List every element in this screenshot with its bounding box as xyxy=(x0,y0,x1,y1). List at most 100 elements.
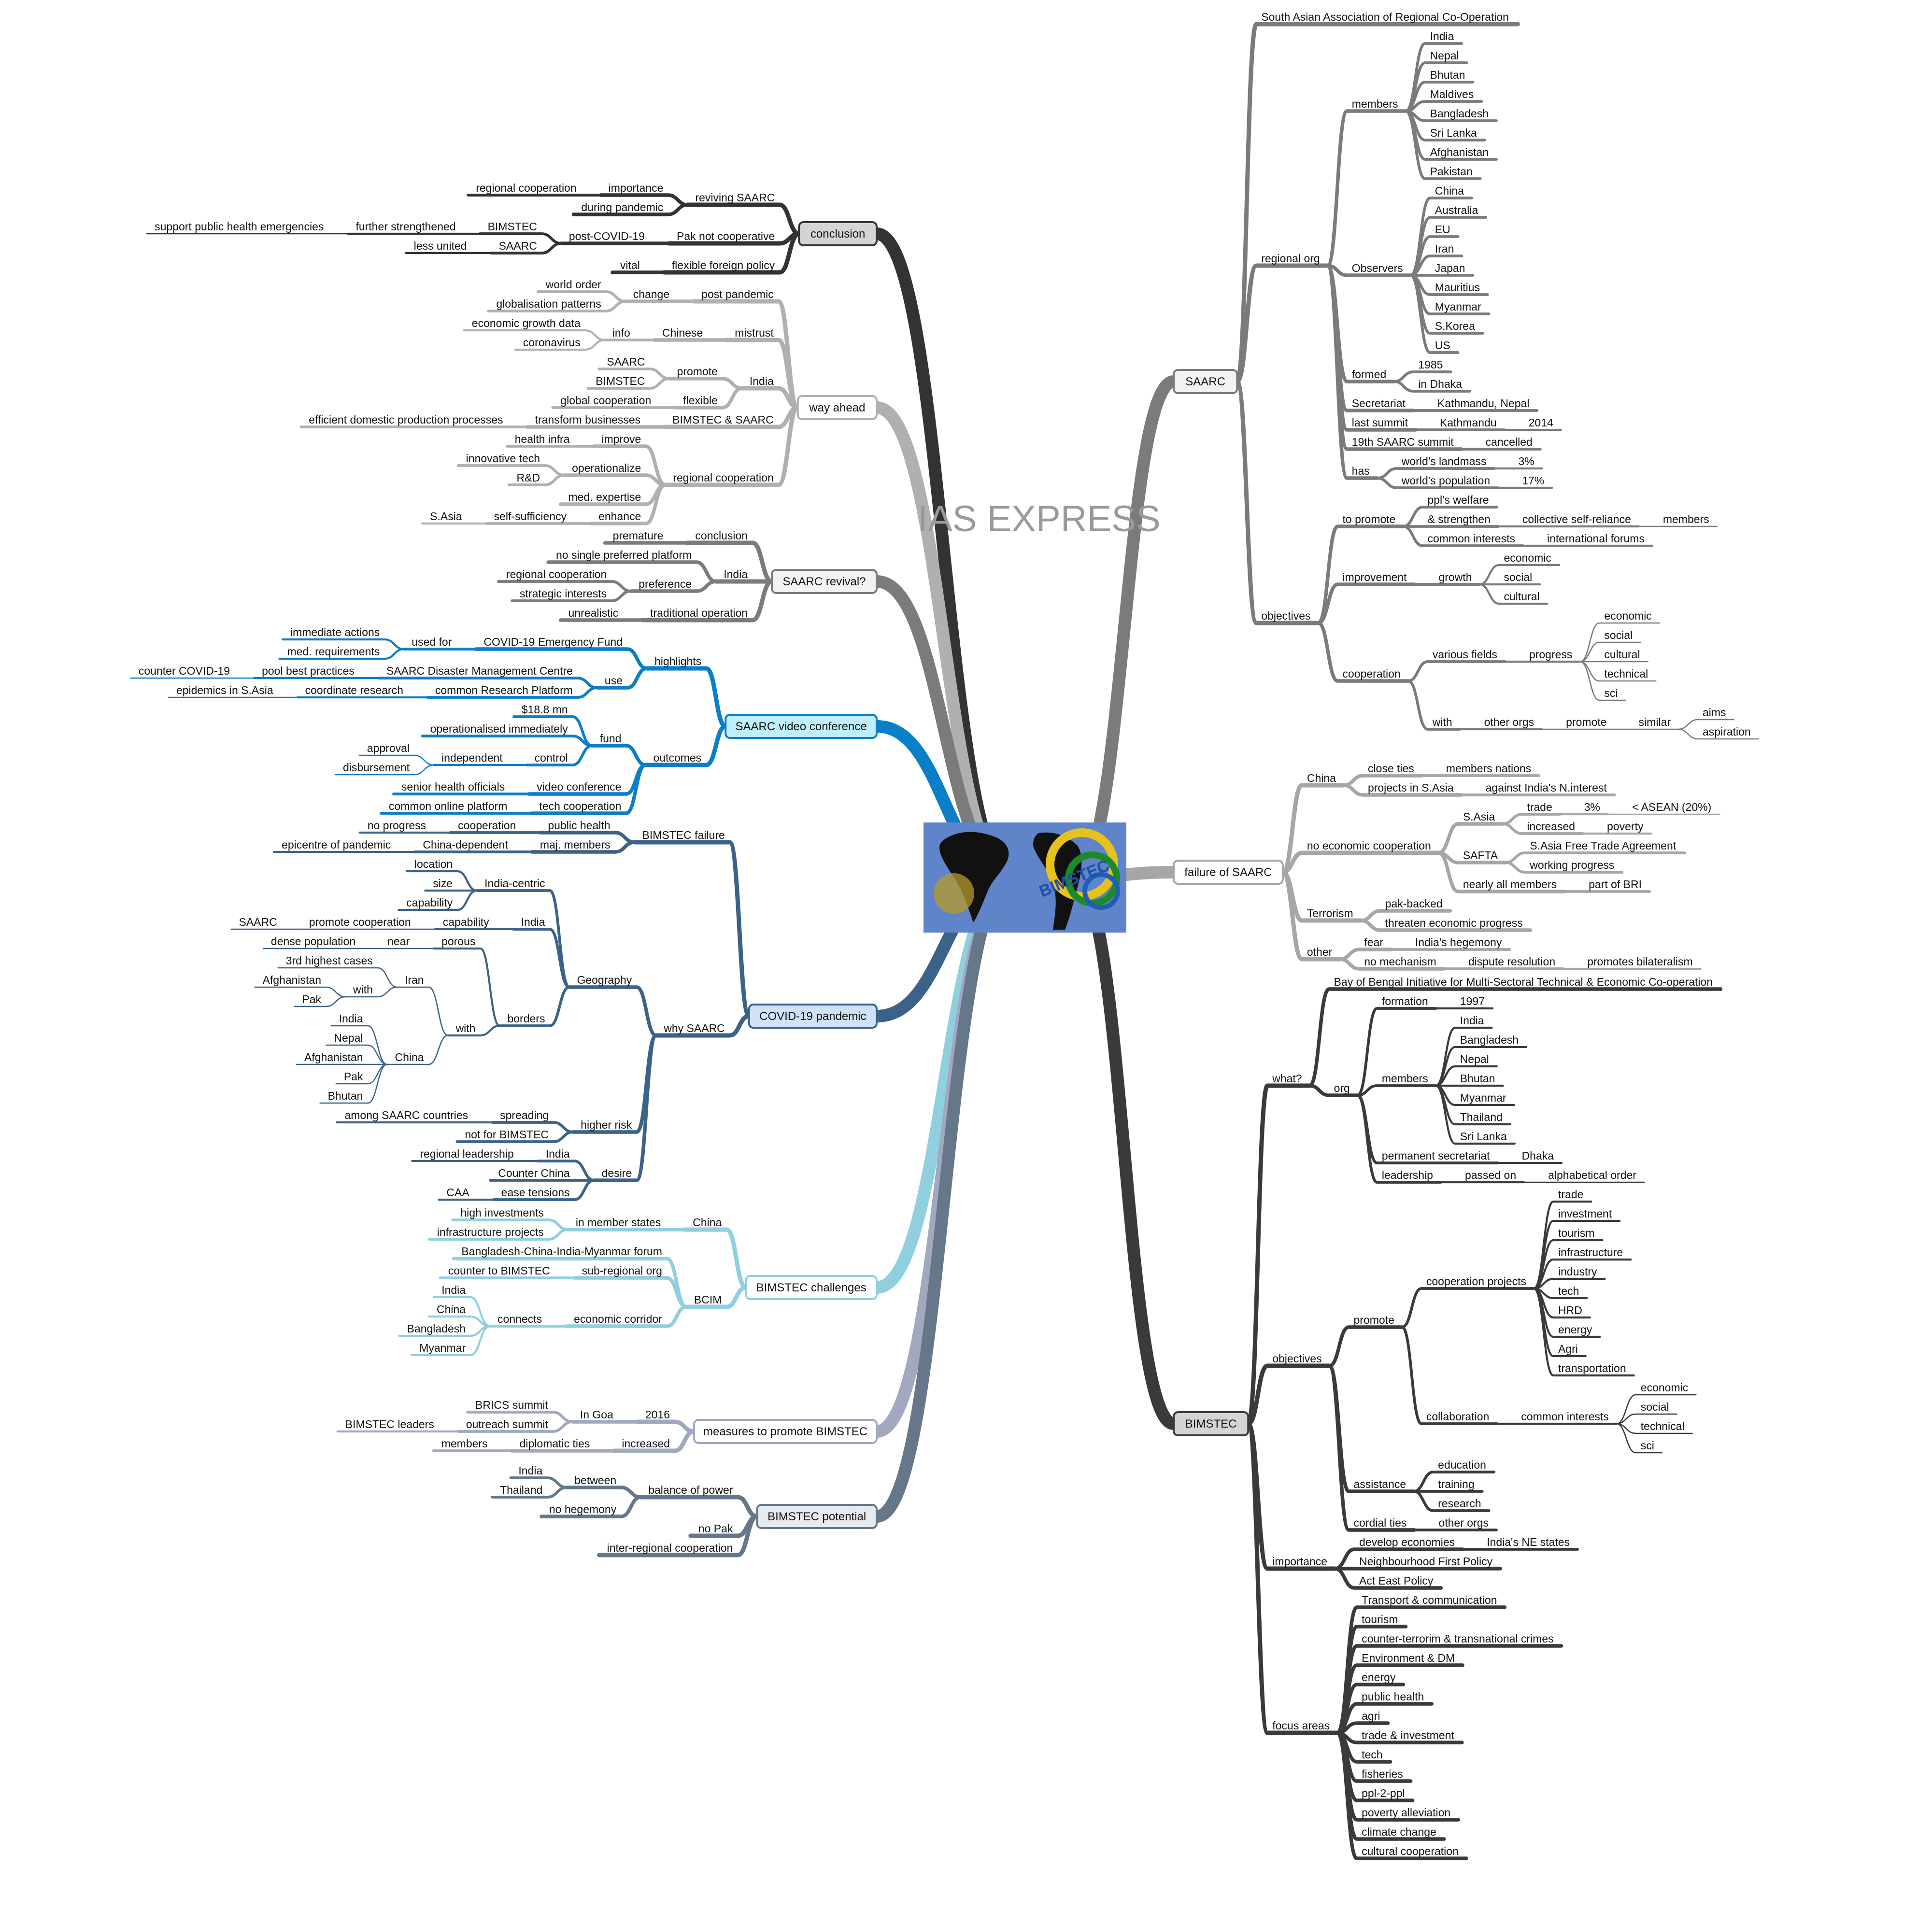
branch-covid-19-pandemic-cooperation-node[interactable]: cooperation xyxy=(458,819,516,832)
branch-bimstec-alphabetical-order-node[interactable]: alphabetical order xyxy=(1548,1169,1636,1181)
branch-failure-of-saarc-dispute-resolution-node[interactable]: dispute resolution xyxy=(1468,955,1555,968)
branch-measures-to-promote-bimstec-increased-node[interactable]: increased xyxy=(622,1437,670,1450)
branch-saarc-2014-node[interactable]: 2014 xyxy=(1529,416,1553,429)
branch-bimstec-investment-node[interactable]: investment xyxy=(1558,1207,1612,1220)
branch-bimstec-challenges-box[interactable] xyxy=(745,1275,878,1300)
branch-covid-19-pandemic-afghanistan-node[interactable]: Afghanistan xyxy=(263,974,321,986)
branch-saarc-objectives-node[interactable]: objectives xyxy=(1261,609,1310,622)
branch-saarc-aspiration-node[interactable]: aspiration xyxy=(1703,725,1751,738)
branch-way-ahead-world-order-node[interactable]: world order xyxy=(545,278,601,291)
branch-conclusion-title[interactable]: conclusion xyxy=(810,227,865,241)
branch-bimstec-counter-terrorim-transnational-crimes-node[interactable]: counter-terrorim & transnational crimes xyxy=(1362,1632,1554,1645)
branch-saarc-s-korea-node[interactable]: S.Korea xyxy=(1435,320,1475,332)
branch-bimstec-objectives-node[interactable]: objectives xyxy=(1272,1352,1321,1365)
branch-saarc-sri-lanka-node[interactable]: Sri Lanka xyxy=(1430,127,1477,139)
branch-conclusion-vital-node[interactable]: vital xyxy=(620,259,640,271)
branch-bimstec-potential-no-pak-node[interactable]: no Pak xyxy=(698,1522,733,1535)
branch-saarc-australia-node[interactable]: Australia xyxy=(1435,204,1478,216)
branch-way-ahead-coronavirus-node[interactable]: coronavirus xyxy=(523,336,581,349)
branch-saarc-video-conference-disbursement-node[interactable]: disbursement xyxy=(343,761,410,774)
branch-saarc-video-conference-approval-node[interactable]: approval xyxy=(367,742,410,754)
branch-saarc-video-conference-box[interactable] xyxy=(724,714,878,739)
branch-bimstec-challenges-infrastructure-projects-node[interactable]: infrastructure projects xyxy=(437,1226,544,1238)
branch-bimstec-challenges-high-investments-node[interactable]: high investments xyxy=(460,1206,544,1219)
branch-covid-19-pandemic-title[interactable]: COVID-19 pandemic xyxy=(759,1010,866,1023)
branch-bimstec-neighbourhood-first-policy-node[interactable]: Neighbourhood First Policy xyxy=(1359,1555,1493,1568)
branch-way-ahead-mistrust-node[interactable]: mistrust xyxy=(735,326,774,339)
branch-bimstec-transport-communication-node[interactable]: Transport & communication xyxy=(1362,1594,1497,1606)
branch-way-ahead-s-asia-node[interactable]: S.Asia xyxy=(430,510,462,523)
branch-bimstec-infrastructure-node[interactable]: infrastructure xyxy=(1558,1246,1623,1259)
branch-saarc-kathmandu-node[interactable]: Kathmandu xyxy=(1440,416,1497,429)
branch-bimstec-india-node[interactable]: India xyxy=(1460,1014,1484,1027)
branch-bimstec-ppl-2-ppl-node[interactable]: ppl-2-ppl xyxy=(1362,1787,1405,1799)
branch-bimstec-members-node[interactable]: members xyxy=(1382,1072,1428,1085)
branch-way-ahead-operationalize-node[interactable]: operationalize xyxy=(572,462,641,474)
branch-bimstec-cooperation-projects-node[interactable]: cooperation projects xyxy=(1426,1275,1526,1288)
branch-saarc-last-summit-node[interactable]: last summit xyxy=(1352,416,1408,429)
branch-saarc-revival-regional-cooperation-node[interactable]: regional cooperation xyxy=(506,568,607,581)
branch-bimstec-bhutan-node[interactable]: Bhutan xyxy=(1460,1072,1495,1085)
branch-conclusion-bimstec-node[interactable]: BIMSTEC xyxy=(488,220,537,233)
branch-bimstec-agri-node[interactable]: Agri xyxy=(1558,1343,1578,1355)
branch-saarc-video-conference-pool-best-practices-node[interactable]: pool best practices xyxy=(262,665,355,677)
branch-failure-of-saarc-fear-node[interactable]: fear xyxy=(1364,936,1383,949)
branch-bimstec-environment-dm-node[interactable]: Environment & DM xyxy=(1362,1652,1455,1664)
branch-saarc-kathmandu-nepal-node[interactable]: Kathmandu, Nepal xyxy=(1437,397,1530,410)
branch-covid-19-pandemic-desire-node[interactable]: desire xyxy=(602,1167,632,1179)
branch-bimstec-tourism-node[interactable]: tourism xyxy=(1362,1613,1398,1626)
branch-way-ahead-economic-growth-data-node[interactable]: economic growth data xyxy=(472,317,581,329)
branch-bimstec-potential-no-hegemony-node[interactable]: no hegemony xyxy=(549,1503,617,1515)
branch-bimstec-challenges-economic-corridor-node[interactable]: economic corridor xyxy=(574,1313,662,1325)
branch-covid-19-pandemic-geography-node[interactable]: Geography xyxy=(577,974,632,986)
branch-covid-19-pandemic-location-node[interactable]: location xyxy=(414,858,453,870)
branch-saarc-video-conference-control-node[interactable]: control xyxy=(535,751,568,764)
branch-saarc-box[interactable] xyxy=(1173,369,1238,394)
branch-bimstec-myanmar-node[interactable]: Myanmar xyxy=(1460,1091,1506,1104)
branch-saarc-international-forums-node[interactable]: international forums xyxy=(1547,532,1645,545)
branch-failure-of-saarc-working-progress-node[interactable]: working progress xyxy=(1529,859,1614,871)
branch-saarc-revival-no-single-preferred-platform-node[interactable]: no single preferred platform xyxy=(556,549,692,561)
branch-saarc-revival-traditional-operation-node[interactable]: traditional operation xyxy=(650,607,748,619)
branch-bimstec-challenges-china-node[interactable]: China xyxy=(437,1303,466,1316)
branch-bimstec-cultural-cooperation-node[interactable]: cultural cooperation xyxy=(1362,1845,1459,1857)
branch-covid-19-pandemic-iran-node[interactable]: Iran xyxy=(405,974,424,986)
branch-failure-of-saarc-safta-node[interactable]: SAFTA xyxy=(1463,849,1498,862)
branch-failure-of-saarc-india-s-hegemony-node[interactable]: India's hegemony xyxy=(1415,936,1502,949)
branch-saarc-progress-node[interactable]: progress xyxy=(1529,648,1572,661)
branch-way-ahead-transform-businesses-node[interactable]: transform businesses xyxy=(535,413,641,426)
branch-bimstec-focus-areas-node[interactable]: focus areas xyxy=(1272,1719,1330,1732)
branch-covid-19-pandemic-with-node[interactable]: with xyxy=(455,1022,476,1034)
branch-bimstec-leadership-node[interactable]: leadership xyxy=(1382,1169,1433,1181)
branch-failure-of-saarc-increased-node[interactable]: increased xyxy=(1527,820,1575,833)
branch-saarc-video-conference-saarc-disaster-management-centre-node[interactable]: SAARC Disaster Management Centre xyxy=(386,665,573,677)
branch-bimstec-economic-node[interactable]: economic xyxy=(1641,1381,1688,1394)
branch-failure-of-saarc-promotes-bilateralism-node[interactable]: promotes bilateralism xyxy=(1587,955,1693,968)
branch-way-ahead-enhance-node[interactable]: enhance xyxy=(598,510,641,523)
branch-bimstec-challenges-china-node[interactable]: China xyxy=(693,1216,722,1229)
branch-covid-19-pandemic-india-node[interactable]: India xyxy=(339,1012,363,1025)
branch-failure-of-saarc-no-mechanism-node[interactable]: no mechanism xyxy=(1364,955,1436,968)
branch-bimstec-bay-of-bengal-initiative-for-multi-sectoral-technical-economic-co-operation-node[interactable]: Bay of Bengal Initiative for Multi-Secto… xyxy=(1334,976,1713,988)
branch-way-ahead-innovative-tech-node[interactable]: innovative tech xyxy=(466,452,540,465)
branch-saarc-revival-strategic-interests-node[interactable]: strategic interests xyxy=(520,587,607,600)
branch-way-ahead-promote-node[interactable]: promote xyxy=(677,365,718,378)
branch-saarc-revival-premature-node[interactable]: premature xyxy=(613,529,664,542)
branch-saarc-afghanistan-node[interactable]: Afghanistan xyxy=(1430,146,1489,158)
branch-saarc-us-node[interactable]: US xyxy=(1435,339,1450,352)
branch-saarc-video-conference-used-for-node[interactable]: used for xyxy=(412,636,452,648)
branch-bimstec-challenges-bangladesh-china-india-myanmar-forum-node[interactable]: Bangladesh-China-India-Myanmar forum xyxy=(461,1245,662,1258)
branch-failure-of-saarc-china-node[interactable]: China xyxy=(1307,772,1336,784)
branch-bimstec-education-node[interactable]: education xyxy=(1438,1459,1486,1471)
branch-way-ahead-box[interactable] xyxy=(796,395,878,420)
branch-bimstec-sri-lanka-node[interactable]: Sri Lanka xyxy=(1460,1130,1507,1143)
branch-saarc-with-node[interactable]: with xyxy=(1432,716,1452,728)
branch-bimstec-challenges-counter-to-bimstec-node[interactable]: counter to BIMSTEC xyxy=(448,1264,550,1277)
branch-failure-of-saarc-projects-in-s-asia-node[interactable]: projects in S.Asia xyxy=(1368,781,1454,794)
branch-saarc-video-conference-counter-covid-19-node[interactable]: counter COVID-19 xyxy=(139,665,230,677)
branch-conclusion-less-united-node[interactable]: less united xyxy=(414,240,467,252)
branch-saarc-mauritius-node[interactable]: Mauritius xyxy=(1435,281,1480,294)
branch-saarc-social-node[interactable]: social xyxy=(1504,571,1532,583)
branch-covid-19-pandemic-promote-cooperation-node[interactable]: promote cooperation xyxy=(309,916,411,928)
branch-covid-19-pandemic-size-node[interactable]: size xyxy=(433,877,453,890)
